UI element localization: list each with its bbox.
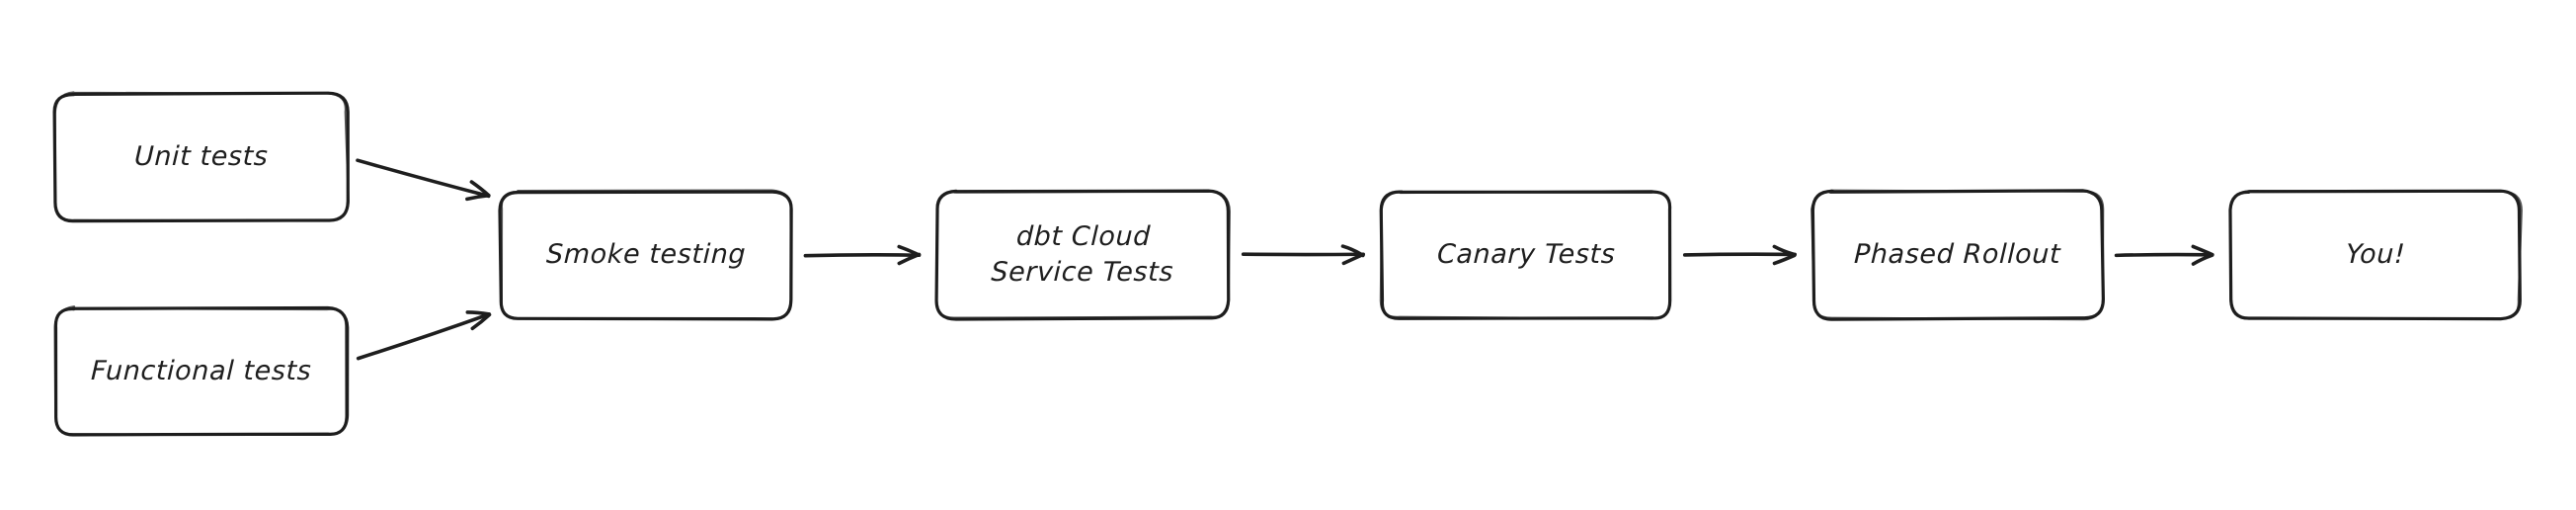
edge-smoke-to-dbt (803, 253, 922, 258)
node-outline-dbt-cloud-service-tests (934, 189, 1231, 321)
node-label-dbt-cloud-service-tests: dbt Cloud Service Tests (990, 221, 1174, 288)
node-outline-functional-tests (53, 305, 350, 437)
node-label-you: You! (2345, 239, 2406, 271)
node-outline-unit-tests (52, 91, 350, 223)
node-label-phased-rollout: Phased Rollout (1853, 239, 2062, 271)
node-smoke-testing[interactable]: Smoke testing (492, 188, 800, 322)
node-outline-you (2228, 189, 2523, 321)
node-unit-tests[interactable]: Unit tests (46, 90, 356, 224)
node-label-unit-tests: Unit tests (133, 141, 269, 173)
node-dbt-cloud-service-tests[interactable]: dbt Cloud Service Tests (928, 188, 1237, 322)
node-label-functional-tests: Functional tests (90, 356, 312, 387)
node-outline-smoke-testing (498, 189, 793, 321)
node-label-smoke-testing: Smoke testing (545, 239, 747, 271)
edge-canary-to-phased (1682, 252, 1798, 257)
node-canary-tests[interactable]: Canary Tests (1373, 188, 1679, 322)
node-outline-phased-rollout (1811, 189, 2106, 321)
node-you[interactable]: You! (2222, 188, 2529, 322)
node-phased-rollout[interactable]: Phased Rollout (1805, 188, 2111, 322)
node-label-canary-tests: Canary Tests (1436, 239, 1616, 271)
node-functional-tests[interactable]: Functional tests (46, 304, 356, 439)
edge-func-to-smoke (356, 312, 491, 361)
edge-phased-to-you (2114, 252, 2214, 258)
node-outline-canary-tests (1379, 190, 1672, 320)
edge-unit-to-smoke (356, 158, 491, 199)
